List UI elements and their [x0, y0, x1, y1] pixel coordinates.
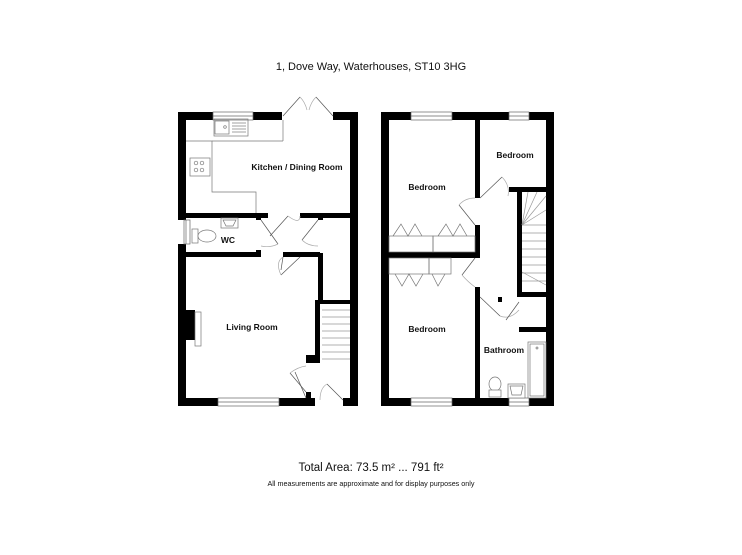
wardrobes [388, 223, 476, 287]
french-doors [282, 96, 334, 117]
room-label-bedroom-1: Bedroom [408, 182, 446, 192]
room-label-wc: WC [221, 235, 235, 245]
room-label-bathroom: Bathroom [484, 345, 525, 355]
first-floor-windows [410, 111, 530, 407]
bathroom-fixtures [488, 341, 547, 399]
property-address: 1, Dove Way, Waterhouses, ST10 3HG [275, 61, 467, 73]
first-floor-plan: Bedroom Bedroom Bedroom Bathroom [381, 111, 554, 407]
ground-floor-windows [183, 111, 280, 407]
room-label-kitchen: Kitchen / Dining Room [251, 162, 343, 172]
total-area: Total Area: 73.5 m² ... 791 ft² [298, 462, 444, 474]
ground-stairs [322, 309, 350, 360]
first-floor-walls [381, 112, 554, 406]
ground-floor-plan: Kitchen / Dining Room WC Living Room [178, 96, 358, 407]
fireplace [186, 310, 202, 347]
room-label-bedroom-2: Bedroom [496, 150, 534, 160]
wc-fixtures [191, 217, 239, 244]
room-label-bedroom-3: Bedroom [408, 324, 446, 334]
kitchen-units [186, 118, 284, 213]
ground-floor-walls [178, 112, 358, 406]
room-label-living-room: Living Room [226, 322, 278, 332]
ground-doors [260, 215, 344, 401]
first-stairs [521, 191, 547, 286]
disclaimer: All measurements are approximate and for… [267, 479, 475, 488]
first-doors [458, 176, 520, 321]
